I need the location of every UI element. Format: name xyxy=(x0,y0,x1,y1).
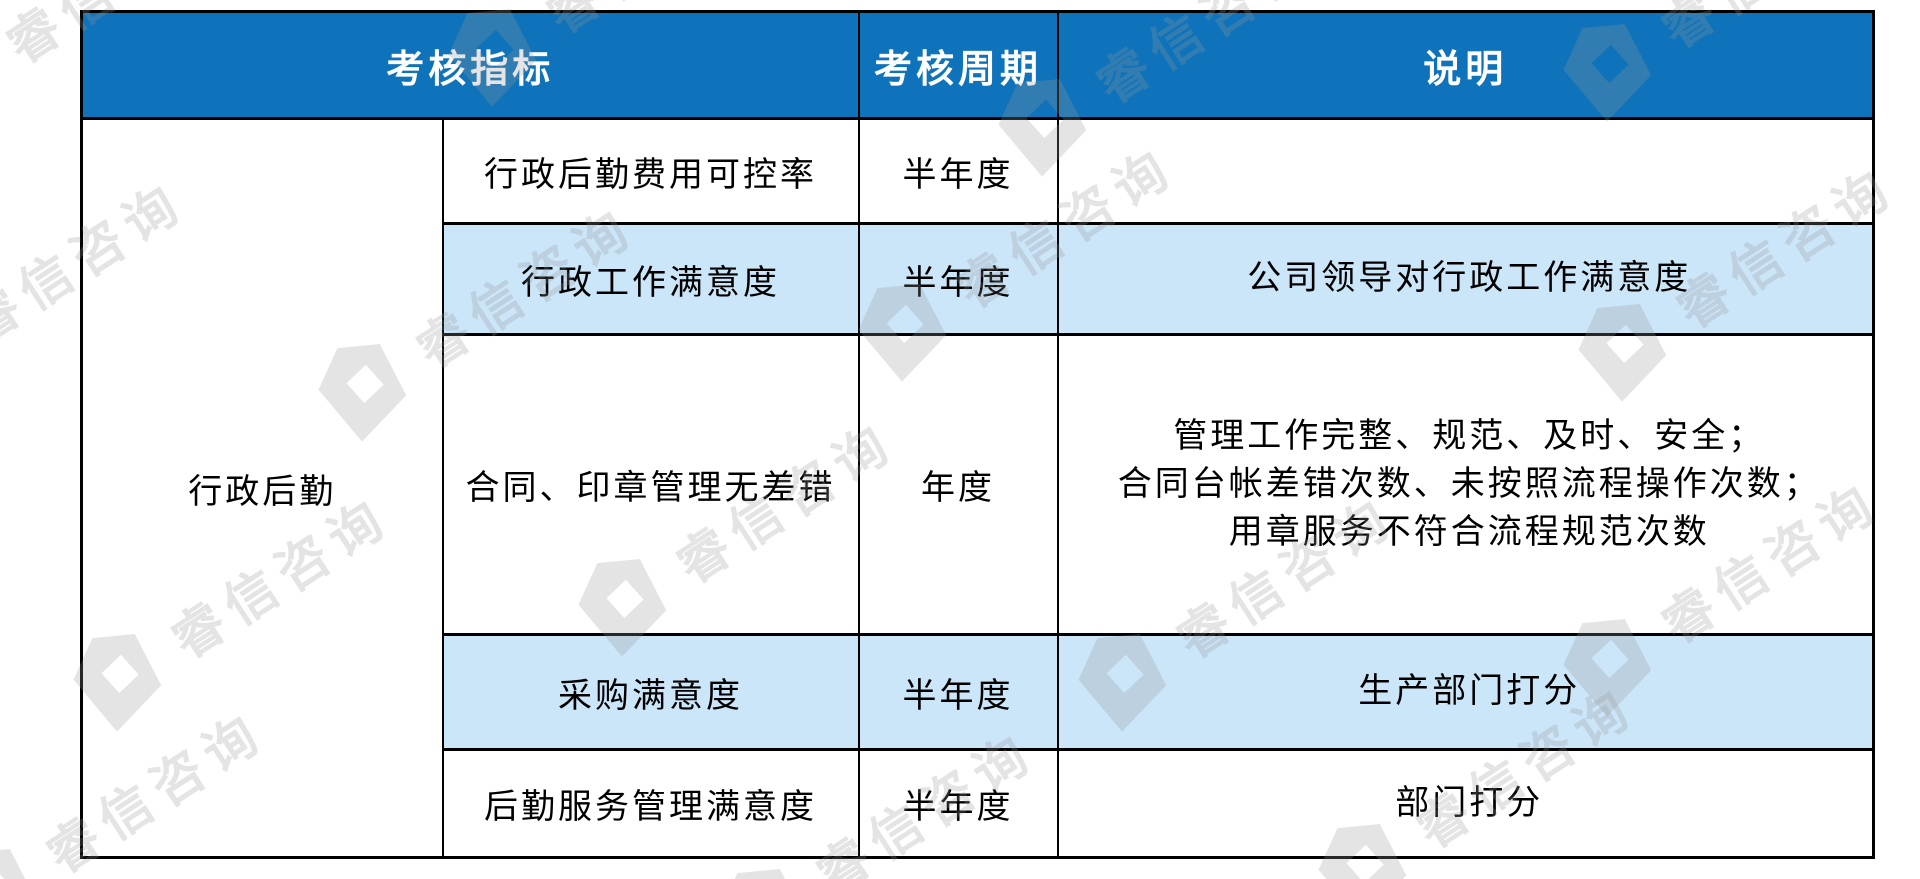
indicator-cell: 采购满意度 xyxy=(441,633,860,751)
period-cell: 半年度 xyxy=(857,117,1059,225)
header-description: 说明 xyxy=(1056,10,1875,120)
period-cell: 半年度 xyxy=(857,748,1059,859)
description-cell: 管理工作完整、规范、及时、安全； 合同台帐差错次数、未按照流程操作次数； 用章服… xyxy=(1056,333,1875,636)
table-row: 行政工作满意度 半年度 公司领导对行政工作满意度 xyxy=(82,222,1875,336)
kpi-table: 考核指标 考核周期 说明 行政后勤 行政后勤费用可控率 半年度 行政工作满意度 … xyxy=(80,10,1876,859)
period-cell: 半年度 xyxy=(857,633,1059,751)
period-cell: 年度 xyxy=(857,333,1059,636)
description-cell: 公司领导对行政工作满意度 xyxy=(1056,222,1875,336)
header-indicator: 考核指标 xyxy=(80,10,860,120)
table-row: 行政后勤 行政后勤费用可控率 半年度 xyxy=(80,117,1875,859)
row-group-label: 行政后勤 xyxy=(80,117,444,859)
ruixin-cube-logo-icon xyxy=(0,849,37,879)
description-cell: 生产部门打分 xyxy=(1056,633,1875,751)
table-row: 后勤服务管理满意度 半年度 部门打分 xyxy=(82,748,1875,859)
period-cell: 半年度 xyxy=(857,222,1059,336)
description-cell: 部门打分 xyxy=(1056,748,1875,859)
indicator-cell: 行政后勤费用可控率 xyxy=(441,117,860,225)
table-row: 合同、印章管理无差错 年度 管理工作完整、规范、及时、安全； 合同台帐差错次数、… xyxy=(82,333,1875,636)
description-cell xyxy=(1056,117,1875,225)
header-period: 考核周期 xyxy=(857,10,1059,120)
ruixin-cube-logo-icon xyxy=(0,20,14,145)
indicator-cell: 行政工作满意度 xyxy=(441,222,860,336)
table-row: 采购满意度 半年度 生产部门打分 xyxy=(82,633,1875,751)
indicator-cell: 合同、印章管理无差错 xyxy=(441,333,860,636)
table-header-row: 考核指标 考核周期 说明 xyxy=(80,10,1875,120)
indicator-cell: 后勤服务管理满意度 xyxy=(441,748,860,859)
